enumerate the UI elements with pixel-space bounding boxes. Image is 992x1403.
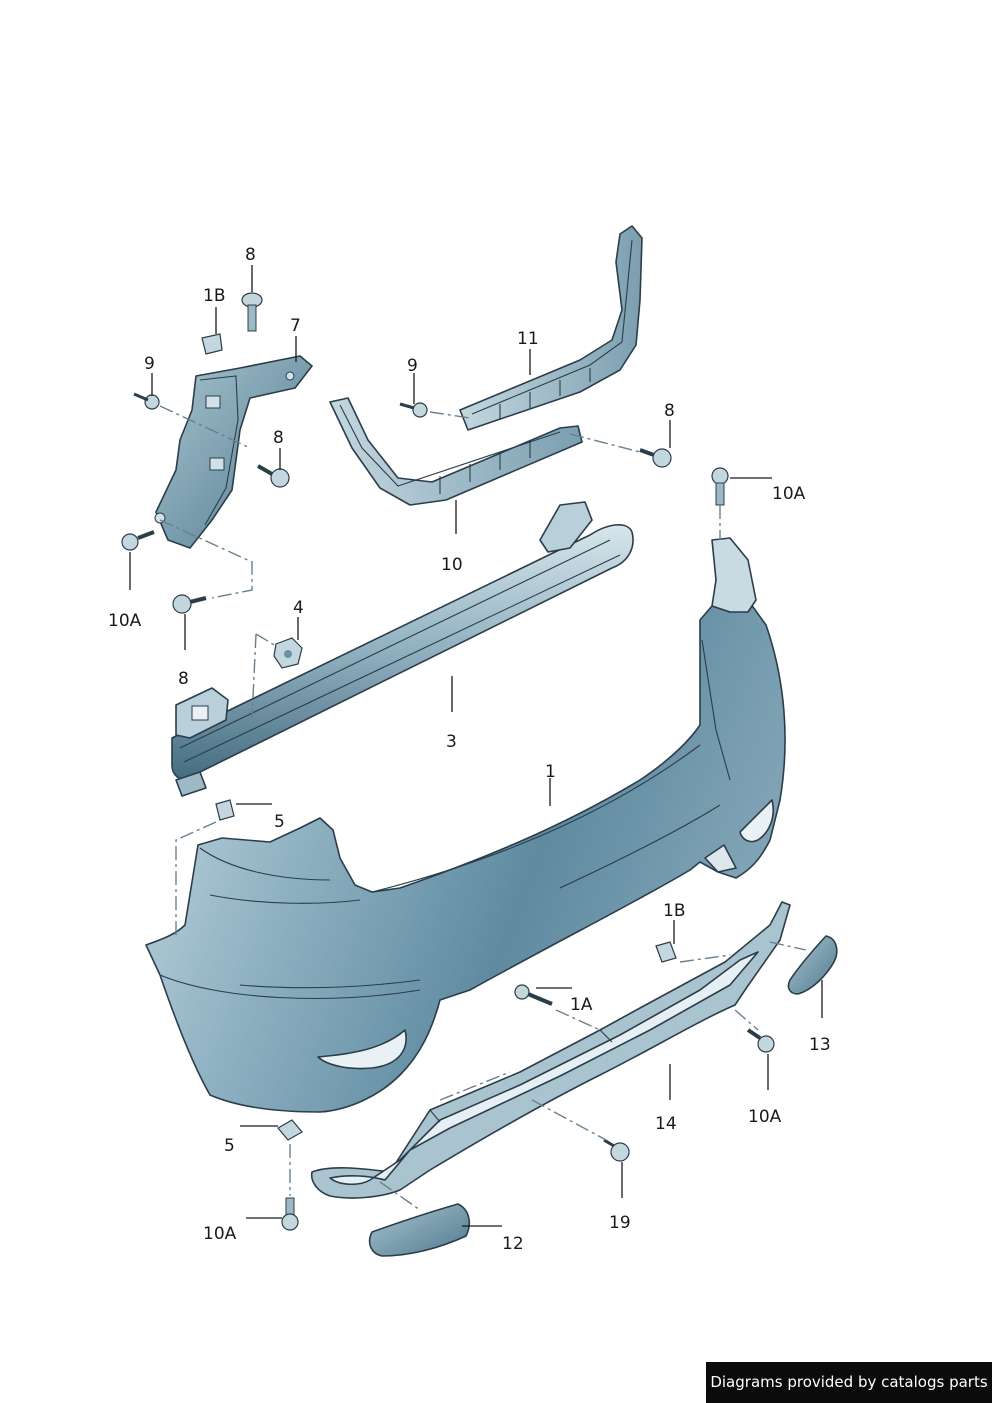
callout-9-right: 9	[407, 356, 418, 376]
callout-9-left: 9	[144, 354, 155, 374]
guide-rail-left	[329, 397, 583, 506]
callout-3: 3	[446, 732, 457, 752]
callout-7: 7	[290, 316, 301, 336]
callout-10: 10	[441, 555, 463, 575]
reflector-right	[787, 935, 838, 995]
callout-11: 11	[517, 329, 539, 349]
clip-1b-lower	[655, 941, 677, 963]
callout-1a: 1A	[570, 995, 593, 1015]
callout-8-left: 8	[273, 428, 284, 448]
bolt-8-lower	[172, 594, 207, 614]
callout-10a-right: 10A	[772, 484, 806, 504]
bumper-cover	[145, 537, 786, 1113]
side-bracket-left	[154, 355, 313, 549]
credit-banner: Diagrams provided by catalogs parts	[706, 1362, 992, 1403]
screw-10a-right	[711, 467, 729, 506]
callout-13: 13	[809, 1035, 831, 1055]
callout-5-lower: 5	[224, 1136, 235, 1156]
guide-rail-right	[459, 225, 643, 431]
clip-5-lower	[277, 1119, 303, 1141]
callout-10a-left: 10A	[108, 611, 142, 631]
screw-10a-left	[121, 530, 155, 551]
callout-1: 1	[545, 762, 556, 782]
callout-1b-top: 1B	[203, 286, 225, 306]
leader-lines	[129, 265, 823, 1227]
screw-9-right	[399, 402, 428, 418]
callout-10a-lower-right: 10A	[748, 1107, 782, 1127]
callout-8-lower: 8	[178, 669, 189, 689]
fasteners	[121, 292, 775, 1231]
callout-19: 19	[609, 1213, 631, 1233]
nut-4	[273, 637, 303, 669]
screw-10a-lower-right	[746, 1028, 775, 1053]
callout-10a-lower-left: 10A	[203, 1224, 237, 1244]
screw-9-left	[133, 392, 160, 410]
clip-1b-top	[201, 333, 223, 355]
clip-1a	[514, 984, 553, 1006]
impact-beam	[171, 501, 634, 797]
bolt-8-right	[639, 448, 672, 468]
callout-4: 4	[293, 598, 304, 618]
screw-10a-lower-left	[281, 1197, 299, 1231]
bolt-8-left	[257, 464, 290, 488]
reflector-left	[368, 1203, 471, 1257]
callout-5-upper: 5	[274, 812, 285, 832]
clip-5-upper	[215, 799, 235, 821]
callout-8-right: 8	[664, 401, 675, 421]
callout-8-top: 8	[245, 245, 256, 265]
assembly-lines	[159, 405, 807, 1211]
callout-12: 12	[502, 1234, 524, 1254]
callout-1b-lower: 1B	[663, 901, 685, 921]
callout-14: 14	[655, 1114, 677, 1134]
diffuser-frame	[310, 901, 791, 1199]
screw-19	[603, 1138, 630, 1162]
callout-labels: 8 1B 7 9 8 10A 8 4 9 11 8 10A 10 3 1 5 1…	[108, 245, 831, 1254]
bolt-8-top	[241, 292, 263, 332]
